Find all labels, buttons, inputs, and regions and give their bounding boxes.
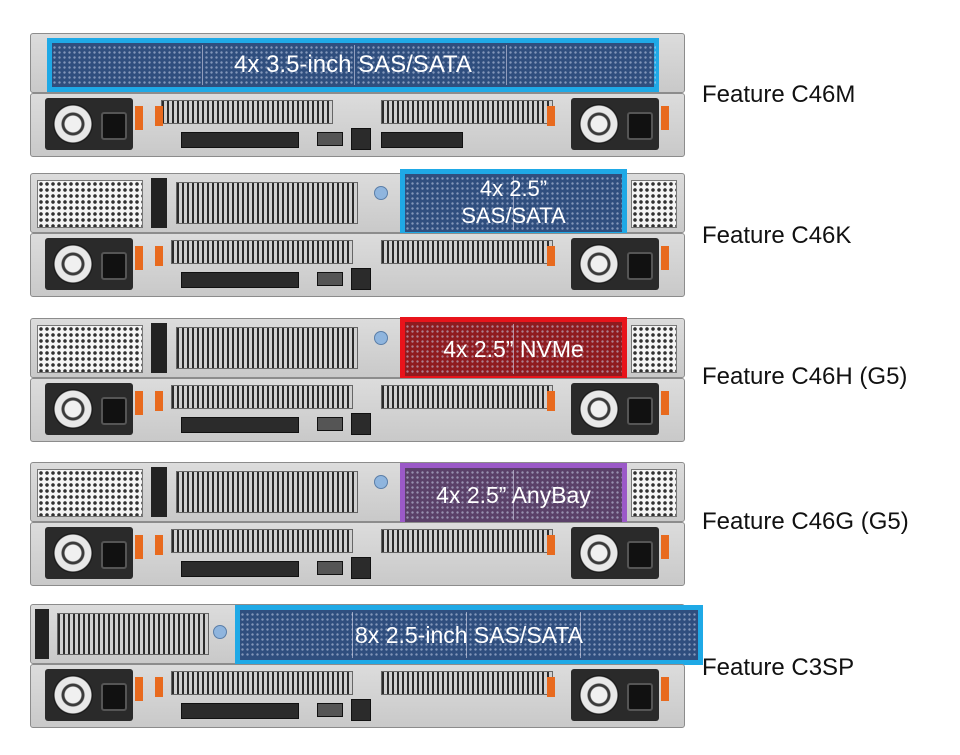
vga-port — [317, 703, 343, 717]
fan-icon — [579, 675, 619, 715]
status-led — [374, 331, 388, 345]
vga-port — [317, 132, 343, 146]
fan-icon — [53, 104, 93, 144]
drive-bay-label: 4x 2.5” NVMe — [443, 335, 584, 362]
server-upper-chassis: 8x 2.5-inch SAS/SATA — [30, 604, 703, 665]
drive-bay-highlight: 4x 3.5-inch SAS/SATA — [47, 38, 659, 92]
drive-bay-highlight: 4x 2.5” AnyBay — [400, 463, 627, 527]
status-led — [374, 475, 388, 489]
server-row-c46g: 4x 2.5” AnyBay — [30, 462, 685, 586]
fan-icon — [53, 675, 93, 715]
server-lower-chassis — [30, 93, 685, 157]
drive-bay-highlight: 8x 2.5-inch SAS/SATA — [235, 605, 703, 665]
power-supply-left — [45, 669, 143, 721]
server-upper-chassis: 4x 3.5-inch SAS/SATA — [30, 33, 685, 93]
power-supply-right — [571, 238, 669, 290]
drive-bay-highlight: 4x 2.5” NVMe — [400, 317, 627, 381]
fan-icon — [53, 533, 93, 573]
power-supply-right — [571, 98, 669, 150]
power-supply-left — [45, 98, 143, 150]
vga-port — [317, 272, 343, 286]
power-supply-left — [45, 238, 143, 290]
power-supply-left — [45, 383, 143, 435]
server-lower-chassis — [30, 664, 685, 728]
fan-icon — [579, 104, 619, 144]
drive-bay-label: 4x 2.5” SAS/SATA — [461, 176, 566, 228]
usb-port — [351, 128, 371, 150]
usb-port — [351, 413, 371, 435]
power-socket-icon — [627, 252, 653, 280]
vga-port — [317, 417, 343, 431]
vga-port — [317, 561, 343, 575]
power-socket-icon — [101, 397, 127, 425]
network-port — [181, 703, 299, 719]
server-upper-chassis: 4x 2.5” SAS/SATA — [30, 169, 685, 237]
feature-label-c46h: Feature C46H (G5) — [702, 363, 908, 390]
drive-bay-highlight: 4x 2.5” SAS/SATA — [400, 169, 627, 237]
server-lower-chassis — [30, 233, 685, 297]
drive-bay-label: 8x 2.5-inch SAS/SATA — [355, 621, 583, 648]
power-socket-icon — [627, 397, 653, 425]
network-port — [181, 272, 299, 288]
server-upper-chassis: 4x 2.5” AnyBay — [30, 462, 685, 527]
drive-bay-label: 4x 3.5-inch SAS/SATA — [234, 51, 472, 79]
feature-label-c46g: Feature C46G (G5) — [702, 508, 909, 535]
power-supply-right — [571, 527, 669, 579]
usb-port — [351, 557, 371, 579]
power-supply-left — [45, 527, 143, 579]
power-supply-right — [571, 669, 669, 721]
status-led — [374, 186, 388, 200]
power-supply-right — [571, 383, 669, 435]
power-socket-icon — [101, 112, 127, 140]
power-socket-icon — [101, 683, 127, 711]
status-led — [213, 625, 227, 639]
feature-label-c46k: Feature C46K — [702, 222, 852, 249]
fan-icon — [53, 244, 93, 284]
drive-bay-label: 4x 2.5” AnyBay — [436, 481, 591, 508]
network-port — [181, 417, 299, 433]
power-socket-icon — [101, 541, 127, 569]
network-port — [181, 132, 299, 148]
server-row-c3sp: 8x 2.5-inch SAS/SATA — [30, 604, 703, 728]
power-socket-icon — [627, 112, 653, 140]
server-lower-chassis — [30, 522, 685, 586]
power-socket-icon — [627, 683, 653, 711]
fan-icon — [579, 389, 619, 429]
server-row-c46m: 4x 3.5-inch SAS/SATA — [30, 33, 685, 157]
usb-port — [351, 699, 371, 721]
power-socket-icon — [101, 252, 127, 280]
server-row-c46k: 4x 2.5” SAS/SATA — [30, 169, 685, 297]
network-port — [181, 561, 299, 577]
server-upper-chassis: 4x 2.5” NVMe — [30, 317, 685, 381]
power-socket-icon — [627, 541, 653, 569]
feature-label-c3sp: Feature C3SP — [702, 654, 855, 681]
fan-icon — [579, 533, 619, 573]
fan-icon — [579, 244, 619, 284]
network-port — [381, 132, 463, 148]
usb-port — [351, 268, 371, 290]
server-row-c46h: 4x 2.5” NVMe — [30, 317, 685, 442]
fan-icon — [53, 389, 93, 429]
feature-label-c46m: Feature C46M — [702, 81, 856, 108]
server-lower-chassis — [30, 378, 685, 442]
